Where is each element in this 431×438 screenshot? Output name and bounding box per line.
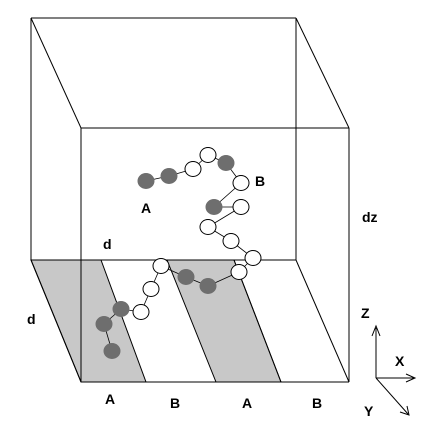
simulation-box (30, 17, 350, 383)
monomer-b (132, 304, 150, 320)
z-arrowhead (371, 324, 381, 337)
chain-end-b-label: B (255, 173, 265, 189)
monomer-b (199, 147, 217, 163)
y-arrowhead (399, 405, 410, 416)
monomer-a (160, 168, 178, 184)
chain-end-a-label: A (141, 200, 151, 216)
x-arrowhead (405, 373, 417, 383)
axis-z-label: Z (361, 305, 370, 321)
axis-x-label: X (395, 353, 405, 369)
monomer-b (199, 219, 217, 235)
polymer-chain (95, 147, 262, 359)
monomer-b (230, 264, 248, 280)
monomer-b (222, 233, 240, 249)
box-edge (295, 259, 350, 383)
axes (371, 324, 417, 416)
monomer-a (199, 278, 217, 294)
stripe-label-4: B (312, 395, 322, 411)
stripe-label-3: A (242, 395, 252, 411)
monomer-a (205, 199, 223, 215)
height-dz-label: dz (362, 209, 378, 225)
monomer-a (103, 343, 121, 359)
monomer-b (152, 258, 170, 274)
stripe-label-1: A (105, 391, 115, 407)
width-d-left-label: d (27, 311, 36, 327)
box-edge (30, 259, 82, 383)
substrate-stripe-a-1 (30, 259, 147, 383)
stripe-boundary-line (233, 259, 282, 383)
monomer-a (137, 173, 155, 189)
width-d-top-label: d (103, 236, 112, 252)
monomer-b (142, 281, 160, 297)
box-edge (295, 17, 350, 129)
monomer-a (95, 316, 113, 332)
axis-y-label: Y (364, 403, 374, 419)
monomer-b (232, 175, 250, 191)
monomer-b (244, 250, 262, 266)
monomer-b (232, 199, 250, 215)
monomer-a (112, 301, 130, 317)
box-edge (30, 17, 82, 129)
monomer-a (177, 269, 195, 285)
monomer-a (217, 155, 235, 171)
monomer-b (184, 161, 202, 177)
stripe-label-2: B (170, 395, 180, 411)
y-axis (375, 377, 409, 415)
